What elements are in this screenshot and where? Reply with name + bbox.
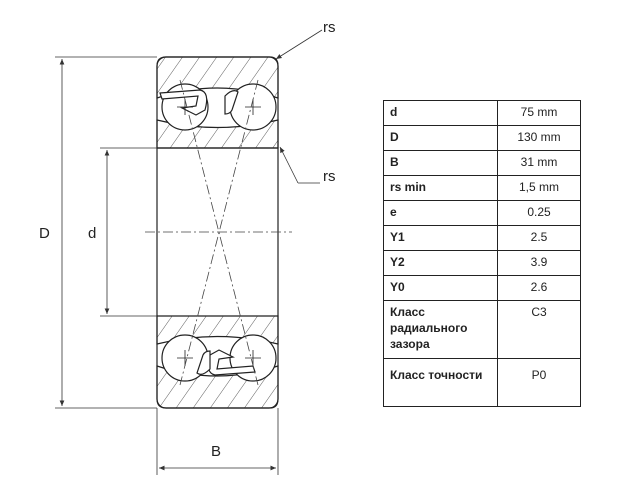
param-value: 0.25 <box>497 200 581 226</box>
param-value: 2.5 <box>497 225 581 251</box>
param-name: Y1 <box>383 225 498 251</box>
param-name: Y0 <box>383 275 498 301</box>
param-value: 3.9 <box>497 250 581 276</box>
param-name: rs min <box>383 175 498 201</box>
param-name: d <box>383 100 498 126</box>
param-name: e <box>383 200 498 226</box>
param-value: P0 <box>497 358 581 407</box>
param-name: D <box>383 125 498 151</box>
param-value: 31 mm <box>497 150 581 176</box>
param-name: Y2 <box>383 250 498 276</box>
param-name: Класс точности <box>383 358 498 407</box>
param-value: 2.6 <box>497 275 581 301</box>
label-rs-top: rs <box>323 19 336 36</box>
contact-line-2 <box>179 79 259 386</box>
param-value: 75 mm <box>497 100 581 126</box>
label-rs-side: rs <box>323 168 336 185</box>
param-value: C3 <box>497 300 581 359</box>
leader-rs-top <box>275 29 323 60</box>
label-B: B <box>211 443 221 460</box>
param-name: B <box>383 150 498 176</box>
param-value: 130 mm <box>497 125 581 151</box>
label-d: d <box>88 225 96 242</box>
param-value: 1,5 mm <box>497 175 581 201</box>
label-D: D <box>39 225 50 242</box>
param-name: Класс радиального зазора <box>383 300 498 359</box>
